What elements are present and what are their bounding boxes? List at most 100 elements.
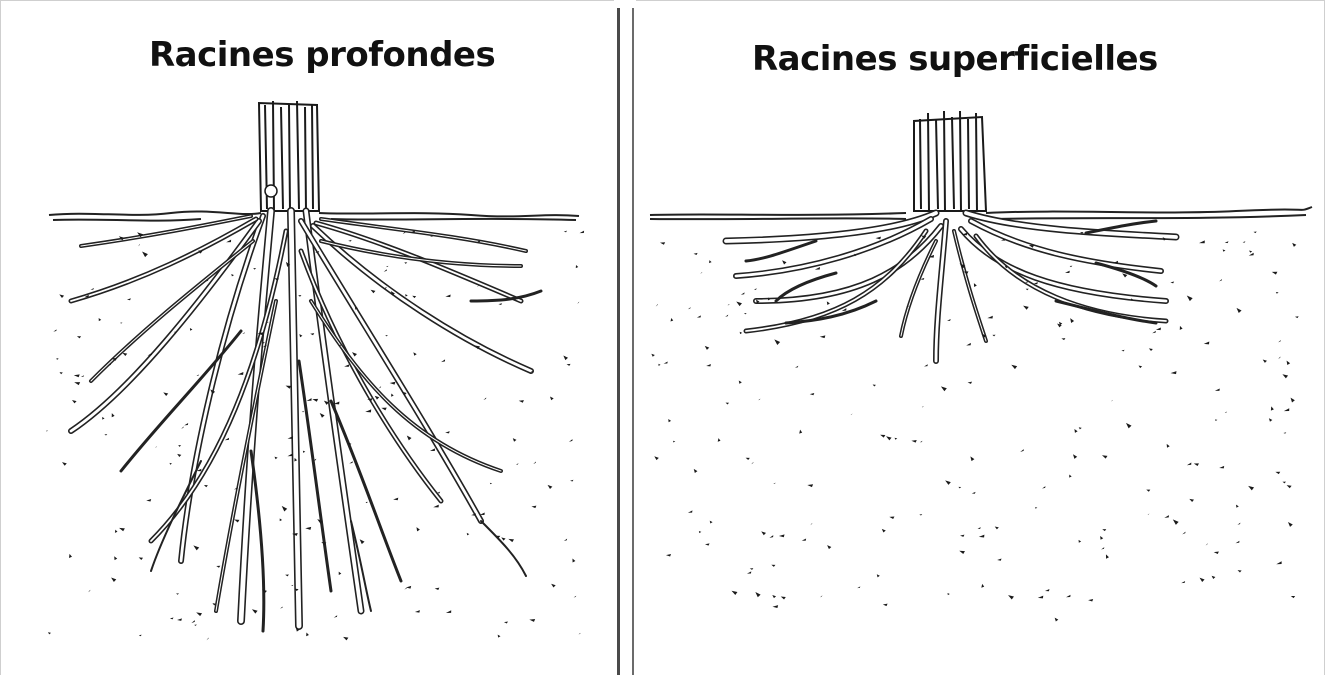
soil-speck xyxy=(231,274,234,276)
soil-speck xyxy=(441,359,445,362)
soil-speck xyxy=(204,485,208,487)
soil-speck xyxy=(1073,454,1077,459)
soil-speck xyxy=(138,244,140,247)
soil-speck xyxy=(1283,432,1286,433)
soil-speck xyxy=(1249,253,1254,256)
soil-speck xyxy=(1069,474,1072,477)
soil-speck xyxy=(1283,482,1286,484)
soil-speck xyxy=(46,430,48,431)
soil-speck xyxy=(574,596,577,598)
soil-speck xyxy=(1074,429,1077,433)
soil-speck xyxy=(430,448,435,451)
soil-speck xyxy=(1276,561,1281,564)
soil-speck xyxy=(1102,455,1107,458)
soil-speck xyxy=(850,414,852,416)
soil-speck xyxy=(857,586,860,588)
soil-speck xyxy=(163,392,168,396)
soil-speck xyxy=(120,322,122,323)
soil-speck xyxy=(1263,359,1267,362)
soil-speck xyxy=(69,554,72,558)
soil-speck xyxy=(1204,342,1210,345)
soil-speck xyxy=(883,604,888,606)
soil-speck xyxy=(877,574,880,577)
soil-speck xyxy=(181,426,183,429)
soil-speck xyxy=(62,462,67,466)
soil-speck xyxy=(1173,519,1179,524)
soil-speck xyxy=(504,622,508,624)
soil-speck xyxy=(299,334,302,337)
soil-speck xyxy=(142,252,148,258)
soil-speck xyxy=(348,240,351,242)
soil-speck xyxy=(1225,412,1227,413)
soil-speck xyxy=(238,372,244,375)
soil-speck xyxy=(771,565,775,567)
soil-speck xyxy=(1287,361,1291,365)
soil-speck xyxy=(920,441,923,443)
soil-speck xyxy=(59,372,62,374)
soil-speck xyxy=(1045,589,1049,591)
soil-speck xyxy=(513,438,517,442)
soil-speck xyxy=(390,382,396,385)
soil-speck xyxy=(694,469,698,473)
soil-speck xyxy=(966,343,971,346)
soil-speck xyxy=(501,537,505,540)
panel-deep-roots: Racines profondes xyxy=(0,0,614,675)
soil-speck xyxy=(343,637,348,640)
soil-speck xyxy=(1278,356,1280,359)
soil-speck xyxy=(307,398,312,401)
soil-speck xyxy=(948,593,950,595)
soil-speck xyxy=(1102,529,1106,531)
soil-speck xyxy=(282,506,287,512)
soil-speck xyxy=(658,364,660,366)
soil-speck xyxy=(1126,423,1132,428)
soil-speck xyxy=(668,419,671,422)
soil-speck xyxy=(876,237,881,240)
soil-speck xyxy=(731,591,737,595)
soil-speck xyxy=(263,342,265,344)
soil-speck xyxy=(1275,472,1280,474)
soil-speck xyxy=(1187,462,1191,465)
soil-speck xyxy=(274,457,277,460)
soil-speck xyxy=(924,364,928,366)
soil-speck xyxy=(375,396,380,400)
soil-speck xyxy=(959,551,965,554)
soil-speck xyxy=(393,498,398,501)
soil-speck xyxy=(1291,398,1295,403)
soil-speck xyxy=(386,266,388,267)
soil-speck xyxy=(725,315,728,317)
soil-speck xyxy=(810,393,815,395)
soil-speck xyxy=(1146,490,1150,492)
soil-speck xyxy=(191,620,194,623)
soil-speck xyxy=(190,328,193,331)
soil-speck xyxy=(972,492,976,494)
soil-speck xyxy=(736,302,742,307)
soil-speck xyxy=(480,513,485,515)
soil-speck xyxy=(483,397,486,399)
soil-speck xyxy=(1292,243,1296,247)
soil-speck xyxy=(498,303,502,305)
soil-speck xyxy=(1035,507,1037,509)
soil-speck xyxy=(673,441,675,443)
soil-speck xyxy=(718,438,721,442)
soil-speck xyxy=(303,451,305,453)
root-branch xyxy=(976,236,1166,321)
soil-speck xyxy=(1180,326,1183,330)
soil-speck xyxy=(519,400,524,403)
soil-speck xyxy=(533,462,536,464)
soil-speck xyxy=(285,574,289,576)
soil-speck xyxy=(379,386,382,388)
soil-speck xyxy=(820,595,822,597)
soil-speck xyxy=(807,484,813,487)
soil-speck xyxy=(412,296,416,298)
soil-speck xyxy=(193,545,199,550)
soil-speck xyxy=(1139,365,1143,368)
soil-speck xyxy=(750,568,754,570)
soil-speck xyxy=(1088,599,1093,602)
soil-speck xyxy=(490,483,492,484)
soil-speck xyxy=(88,590,90,593)
soil-speck xyxy=(529,619,535,622)
soil-speck xyxy=(280,606,283,608)
soil-speck xyxy=(516,463,519,464)
soil-speck xyxy=(119,528,125,531)
soil-speck xyxy=(709,260,712,263)
